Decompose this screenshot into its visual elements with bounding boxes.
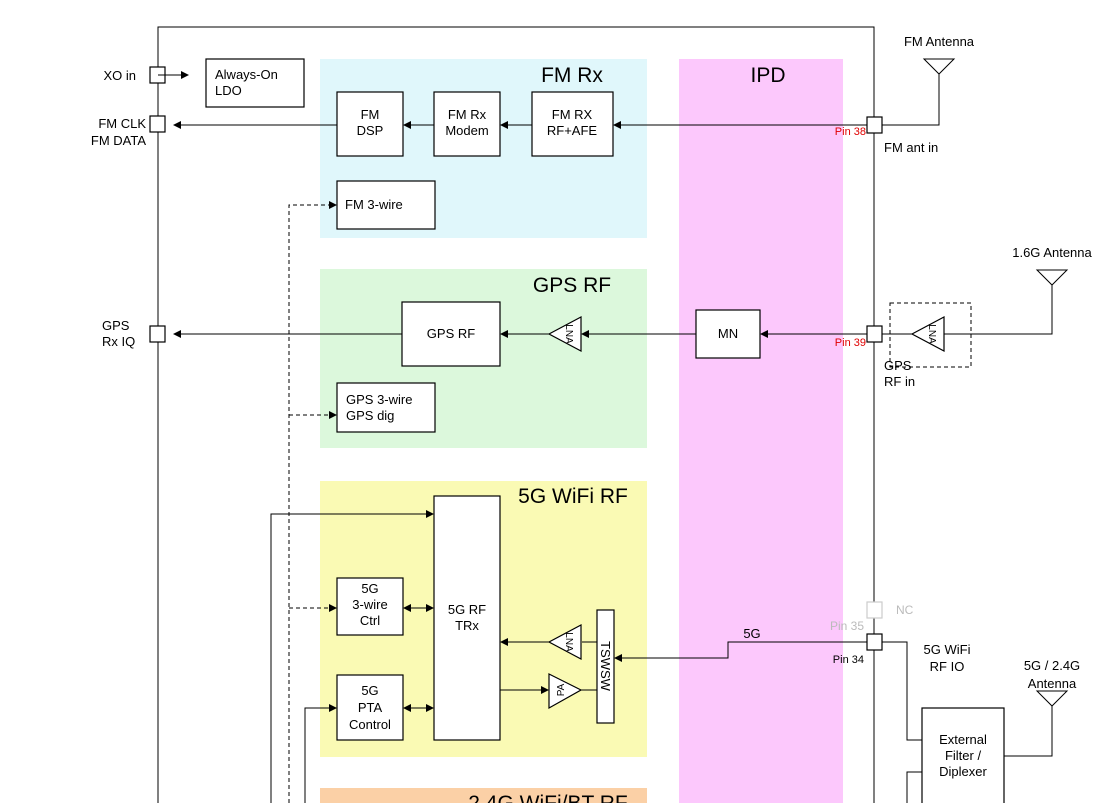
wifi-antenna-line1: 5G / 2.4G xyxy=(1024,658,1080,673)
wifi-antenna-icon xyxy=(1035,690,1069,707)
ipd-region-title: IPD xyxy=(750,64,785,87)
fm-afe-line2: RF+AFE xyxy=(547,123,598,138)
pin34-label: Pin 34 xyxy=(833,654,864,666)
gps-pin-label: GPS xyxy=(102,318,130,333)
wifi-pa-triangle xyxy=(548,673,583,710)
wifi-rf-io-line2: RF IO xyxy=(930,659,965,674)
wifi24-region xyxy=(320,788,647,803)
fm-clk-label: FM CLK xyxy=(98,116,146,131)
gps-3wire-block xyxy=(336,382,436,433)
wifi-pta-line2: PTA xyxy=(358,700,383,715)
wifi-trx-line1: 5G RF xyxy=(448,602,486,617)
fm-modem-line1: FM Rx xyxy=(448,107,487,122)
fm-antenna-icon xyxy=(922,58,956,75)
ipd-region xyxy=(679,59,843,803)
pin38-label: Pin 38 xyxy=(835,126,866,138)
fm-rx-afe-block xyxy=(531,91,614,157)
gps-rf-in-line1: GPS xyxy=(884,358,912,373)
gps-3wire-line1: GPS 3-wire xyxy=(346,392,412,407)
ldo-line2: LDO xyxy=(215,83,242,98)
gps-rf-in-line2: RF in xyxy=(884,374,915,389)
mn-block xyxy=(695,309,761,359)
pin38-pad xyxy=(866,116,883,134)
fm-data-label: FM DATA xyxy=(91,133,146,148)
pin35-label: Pin 35 xyxy=(830,619,864,633)
wifi-trx-line2: TRx xyxy=(455,618,479,633)
tswsw-block xyxy=(596,609,615,724)
fm-antenna-label: FM Antenna xyxy=(904,34,975,49)
gps-rf-label: GPS RF xyxy=(427,326,475,341)
ext-lna-dashed-box xyxy=(889,302,972,368)
fm-data-pin xyxy=(149,115,166,133)
wifi-antenna-line2: Antenna xyxy=(1028,676,1077,691)
fm-ant-in-label: FM ant in xyxy=(884,140,938,155)
wifi-lna-triangle xyxy=(547,624,582,660)
fm-3wire-block xyxy=(336,180,436,230)
pin34-pad xyxy=(866,633,883,651)
fm-dsp-line1: FM xyxy=(361,107,380,122)
wifi-pta-line1: 5G xyxy=(361,683,378,698)
wifi-3wire-line2: 3-wire xyxy=(352,597,387,612)
ext-lna-label: LNA xyxy=(926,324,937,344)
gps-3wire-line2: GPS dig xyxy=(346,408,394,423)
band-5g-label: 5G xyxy=(743,626,760,641)
wifi-trx-block xyxy=(433,495,501,741)
fm-afe-line1: FM RX xyxy=(552,107,593,122)
pin39-label: Pin 39 xyxy=(835,337,866,349)
wifi24-region-title: 2.4G WiFi/BT RF xyxy=(468,792,627,803)
xo-in-label: XO in xyxy=(103,68,136,83)
wifi5-region-title: 5G WiFi RF xyxy=(518,485,628,508)
wifi-rf-io-line1: 5G WiFi xyxy=(924,642,971,657)
fm-dsp-line2: DSP xyxy=(357,123,384,138)
rx-iq-label: Rx IQ xyxy=(102,334,135,349)
fm-dsp-block xyxy=(336,91,404,157)
ext-filter-line3: Diplexer xyxy=(939,764,987,779)
fm-modem-line2: Modem xyxy=(445,123,488,138)
ext-filter-line2: Filter / xyxy=(945,748,982,763)
always-on-ldo xyxy=(205,58,305,108)
wifi-3wire-line1: 5G xyxy=(361,581,378,596)
fm-3wire-label: FM 3-wire xyxy=(345,197,403,212)
chip-outline xyxy=(157,26,875,803)
mn-label: MN xyxy=(718,326,738,341)
gps-antenna-icon xyxy=(1035,269,1069,286)
gps-region-title: GPS RF xyxy=(533,274,611,297)
tswsw-label: TSWSW xyxy=(598,641,613,692)
fm-rx-modem-block xyxy=(433,91,501,157)
nc-pad xyxy=(866,601,883,619)
gps-rx-iq-pin xyxy=(149,325,166,343)
wifi-pta-line3: Control xyxy=(349,717,391,732)
wifi-3wire-line3: Ctrl xyxy=(360,613,380,628)
fm-region-title: FM Rx xyxy=(541,64,603,87)
wifi-pa-label: PA xyxy=(556,683,567,696)
ext-filter-line1: External xyxy=(939,732,987,747)
wifi-lna-label: LNA xyxy=(563,632,574,652)
pin39-pad xyxy=(866,325,883,343)
gps-lna-label: LNA xyxy=(563,324,574,344)
nc-label: NC xyxy=(896,603,914,617)
ext-filter-block xyxy=(921,707,1005,803)
ldo-line1: Always-On xyxy=(215,67,278,82)
gps-antenna-label: 1.6G Antenna xyxy=(1012,245,1092,260)
